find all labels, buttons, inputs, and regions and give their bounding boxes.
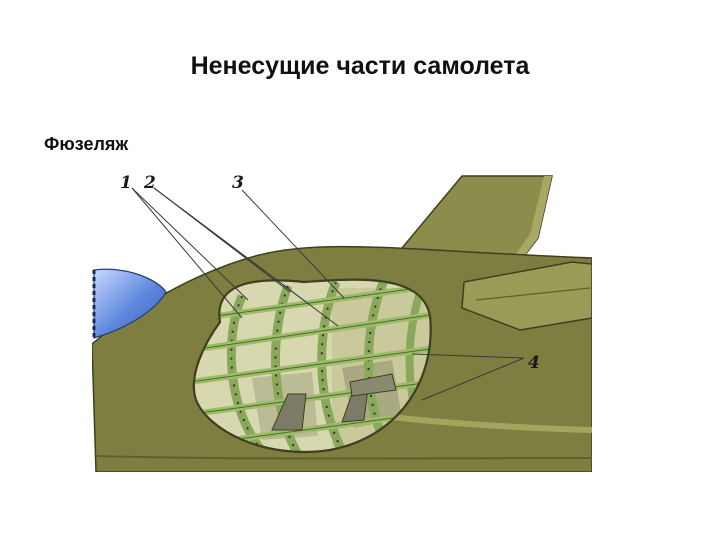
internal-structure: [193, 279, 431, 452]
fuselage-diagram: 1 2 3 4: [92, 173, 592, 472]
skin-band-lower: [381, 413, 592, 433]
slide-subtitle: Фюзеляж: [44, 134, 129, 154]
callout-4: 4: [528, 353, 540, 373]
callout-3: 3: [232, 173, 244, 193]
leader-lines: [131, 187, 525, 401]
frame-4: [364, 279, 391, 447]
callout-2: 2: [143, 173, 156, 193]
skin-band-bottom: [95, 455, 592, 460]
cockpit-canopy: [93, 268, 167, 339]
slide-title: Ненесущие части самолета: [190, 52, 530, 80]
callout-1: 1: [120, 173, 132, 193]
vertical-tail-edge: [506, 176, 552, 272]
horizontal-stabilizer: [461, 261, 592, 331]
cutaway-rim: [192, 278, 432, 454]
stabilizer-panel-line: [475, 287, 591, 301]
